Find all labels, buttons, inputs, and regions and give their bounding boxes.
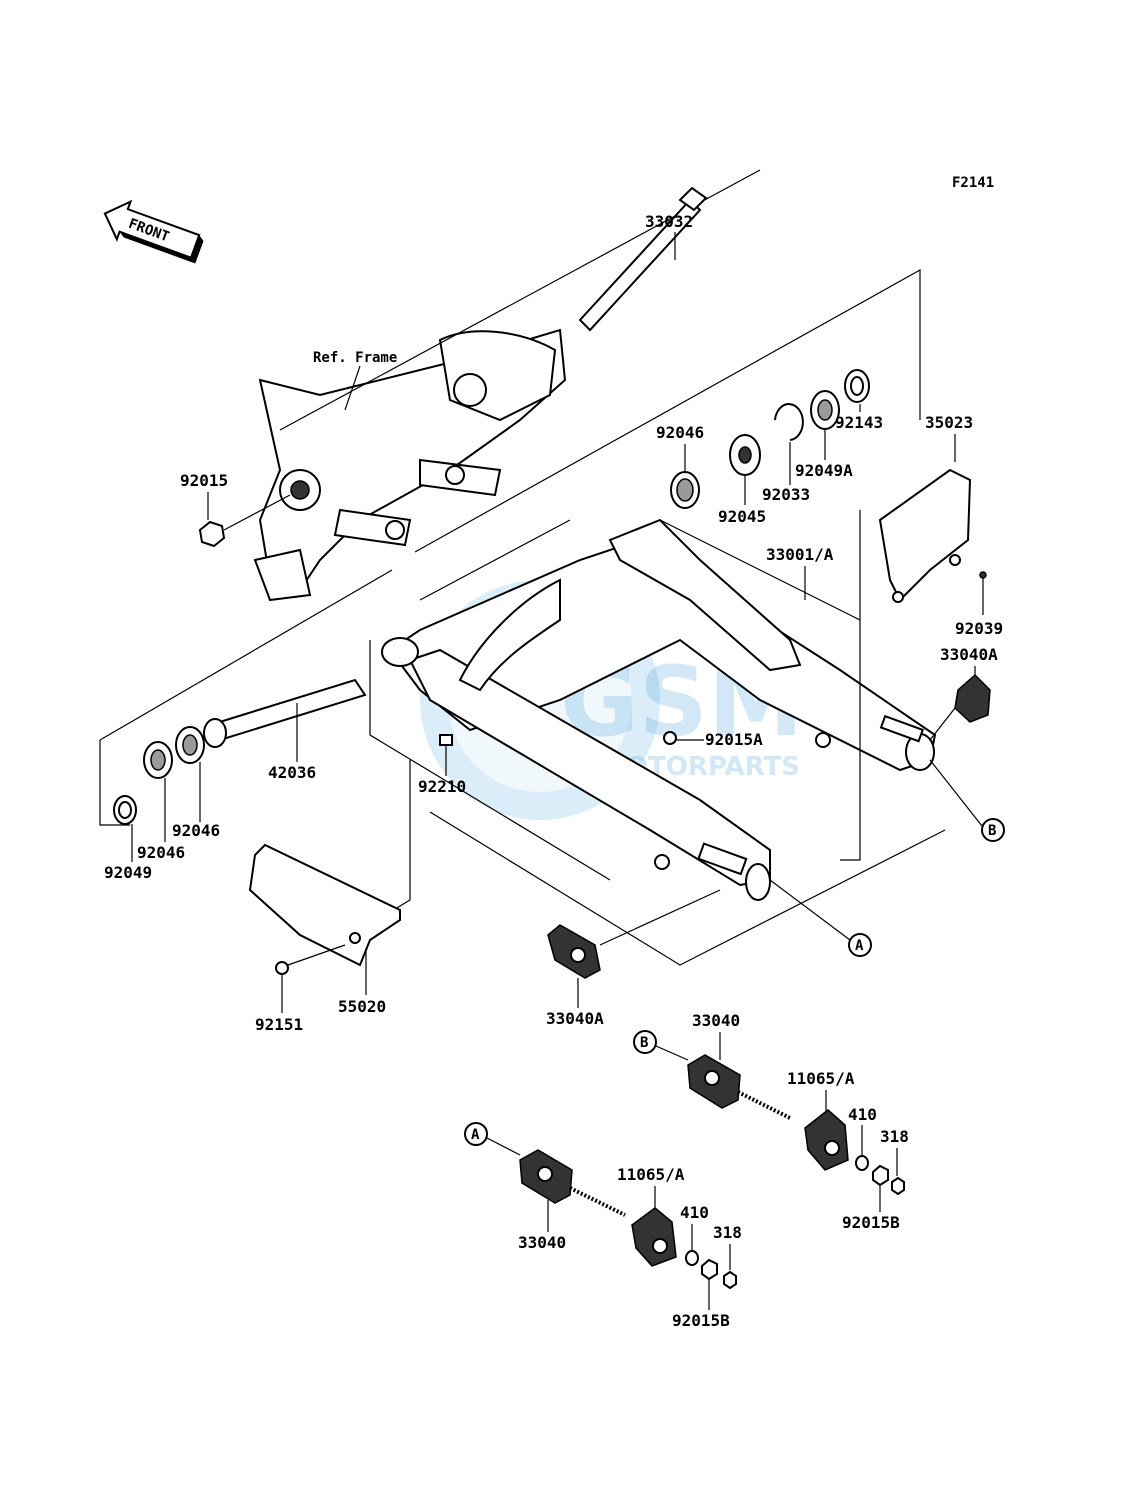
label-92039: 92039: [955, 619, 1003, 638]
callout-a-2-text: A: [471, 1127, 480, 1143]
callout-b-1: [981, 818, 1005, 842]
label-11065A-a: 11065/A: [617, 1165, 685, 1184]
ref-frame-label: Ref. Frame: [313, 350, 397, 366]
callout-b-1-text: B: [988, 823, 996, 839]
label-92015B-b: 92015B: [842, 1213, 900, 1232]
label-92049A: 92049A: [795, 461, 853, 480]
swingarm: [381, 518, 937, 901]
callout-a-1: [848, 933, 872, 957]
pivot-shaft: [578, 186, 708, 332]
callout-b-2-text: B: [640, 1035, 648, 1051]
left-pivot-stack: [113, 678, 367, 825]
label-92045: 92045: [718, 507, 766, 526]
label-33032: 33032: [645, 212, 693, 231]
label-42036: 42036: [268, 763, 316, 782]
label-410-b: 410: [848, 1105, 877, 1124]
adjuster-block-right: [954, 673, 991, 723]
label-92210: 92210: [418, 777, 466, 796]
label-33040-b: 33040: [692, 1011, 740, 1030]
label-92015: 92015: [180, 471, 228, 490]
callout-b-2: [633, 1030, 657, 1054]
bolt-92210-icon: [439, 734, 453, 746]
label-35023: 35023: [925, 413, 973, 432]
label-11065A-b: 11065/A: [787, 1069, 855, 1088]
screw-92151-icon: [275, 961, 289, 975]
label-92015A: 92015A: [705, 730, 763, 749]
chain-guard: [878, 468, 972, 603]
callout-a-2: [464, 1122, 488, 1146]
label-33040A-right: 33040A: [940, 645, 998, 664]
label-92046-top: 92046: [656, 423, 704, 442]
label-92015B-a: 92015B: [672, 1311, 730, 1330]
label-92046-left1: 92046: [172, 821, 220, 840]
frame-assembly: [253, 328, 567, 602]
adjuster-b-assembly: [687, 1054, 905, 1196]
label-92046-left2: 92046: [137, 843, 185, 862]
chain-slider: [248, 843, 401, 967]
figure-code: F2141: [952, 175, 994, 191]
label-92033: 92033: [762, 485, 810, 504]
bearing-stack: [670, 369, 870, 509]
label-33040-a: 33040: [518, 1233, 566, 1252]
label-92049: 92049: [104, 863, 152, 882]
front-arrow-icon: FRONT: [103, 199, 204, 264]
label-410-a: 410: [680, 1203, 709, 1222]
label-33001A: 33001/A: [766, 545, 834, 564]
label-33040A-bottom: 33040A: [546, 1009, 604, 1028]
nut-92015-icon: [198, 520, 226, 548]
callout-a-1-text: A: [855, 938, 864, 954]
label-92151: 92151: [255, 1015, 303, 1034]
label-318-a: 318: [713, 1223, 742, 1242]
adjuster-block-bottom: [547, 924, 601, 979]
label-318-b: 318: [880, 1127, 909, 1146]
label-92143: 92143: [835, 413, 883, 432]
adjuster-a-assembly: [519, 1149, 737, 1290]
label-55020: 55020: [338, 997, 386, 1016]
